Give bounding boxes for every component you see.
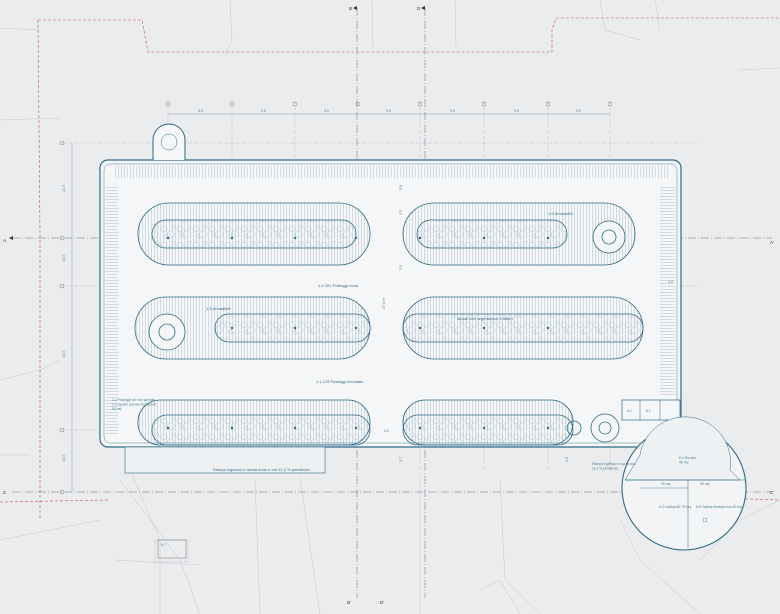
side-dim-1: 2.5 — [668, 280, 673, 284]
label-rampa-bici: Rampa ingresso e uscita bici 11,2 % pend… — [592, 462, 636, 471]
spiral-stairs — [148, 220, 626, 443]
label-aiuole: Aiuole con vegetazione e alberi — [457, 316, 513, 321]
label-armadietti-left: 1.5 Armadietti — [206, 306, 231, 311]
columns — [166, 236, 550, 430]
planting-islands — [134, 202, 644, 446]
label-posteggi-moto: 1.4 351 Posteggi moto — [318, 283, 359, 288]
side-dim-2: 2.5 — [565, 457, 569, 462]
section-a-left: A — [3, 238, 7, 243]
label-line: 40 mq — [679, 461, 689, 465]
space-labels: 1.4 351 Posteggi moto 1.1 129 Posteggi A… — [112, 211, 636, 472]
property-boundary — [0, 17, 780, 520]
left-dimension-chain: 14.0 14.0 14.0 14.0 — [62, 143, 73, 492]
island-row1-left-planting — [151, 219, 357, 249]
room-6-1: 6.1 — [646, 409, 651, 413]
mid-dim-5: 3.7 — [399, 457, 403, 462]
section-b-bottom: B' — [347, 600, 351, 605]
service-block: 6.2 6.1 6.4 Tecnico 40 mq 25 mq 25 mq 6.… — [621, 399, 747, 551]
left-dim-2: 14.0 — [62, 255, 66, 262]
mid-dim-3: 2.5 — [399, 265, 403, 270]
section-c-left: C — [3, 490, 7, 495]
mid-dimensions: 2.5 5.0 2.5 4.0 3.7 -37,0 m 2.5 2.5 — [382, 185, 673, 462]
mid-dim-4: 4.0 — [384, 429, 389, 433]
left-dim-4: 14.0 — [62, 455, 66, 462]
top-dim-7: 9.0 — [576, 109, 581, 113]
left-dim-3: 14.0 — [62, 351, 66, 358]
label-rampa-moto: Rampa ingresso e uscita moto e bici 11,2… — [213, 467, 310, 472]
room-cabina-ae-label: 6.3 Cabina AE 75 mq — [659, 505, 691, 509]
room-dim-label: 25 mq — [661, 482, 671, 486]
island-row3-left-planting — [151, 414, 371, 446]
label-line: 11,2 % pendenza — [592, 467, 618, 471]
island-row2-right-planting — [402, 313, 644, 343]
section-d-bottom: D' — [380, 600, 384, 605]
section-d-top: D — [417, 6, 421, 11]
island-row1-right-planting — [416, 219, 568, 249]
top-dim-3: 9.0 — [324, 109, 329, 113]
label-line: 1.3 Spazio piccole riparazioni — [112, 403, 156, 407]
top-dim-1: 8.6 — [198, 109, 203, 113]
side-box — [157, 539, 187, 559]
room-dim-label-2: 25 mq — [700, 482, 710, 486]
left-dim-1: 14.0 — [62, 185, 66, 192]
perimeter-parking — [106, 166, 675, 435]
section-markers: B D B' D' A A' C C' — [3, 6, 774, 605]
room-6-2: 6.2 — [627, 409, 632, 413]
top-dim-5: 9.0 — [450, 109, 455, 113]
label-posteggi-auto: 1.1 129 Posteggi Arrodatto — [316, 379, 364, 384]
section-a-right: A' — [770, 240, 774, 245]
section-b-top: B — [349, 6, 352, 11]
top-dim-4: 9.0 — [386, 109, 391, 113]
island-row3-right-planting — [402, 414, 574, 446]
level-mark: -37,0 m — [382, 298, 386, 310]
section-c-right: C' — [770, 490, 774, 495]
label-line: 50 mq — [112, 407, 122, 411]
room-cabina-bus-label: 6.5 Cabina elettrica bus 60 mq — [696, 505, 742, 509]
top-dimension-chain: 8.6 9.0 9.0 9.0 9.0 9.0 9.0 — [168, 109, 610, 115]
top-dim-6: 9.0 — [514, 109, 519, 113]
label-posteggi-speciali: 1.2 Posteggi per bici speciali 1.3 Spazi… — [112, 398, 156, 411]
island-row2-left-planting — [214, 313, 371, 343]
mid-dim-2: 5.0 — [399, 185, 403, 190]
mid-dim-1: 2.5 — [399, 210, 403, 215]
side-box-label: 6.7 — [161, 543, 166, 547]
room-tecnico-label: 6.4 Tecnico 40 mq — [679, 456, 697, 465]
grid-bubbles — [59, 101, 613, 495]
label-armadietti-top: 1.5 Armadietti — [548, 211, 573, 216]
top-dim-2: 9.0 — [261, 109, 266, 113]
